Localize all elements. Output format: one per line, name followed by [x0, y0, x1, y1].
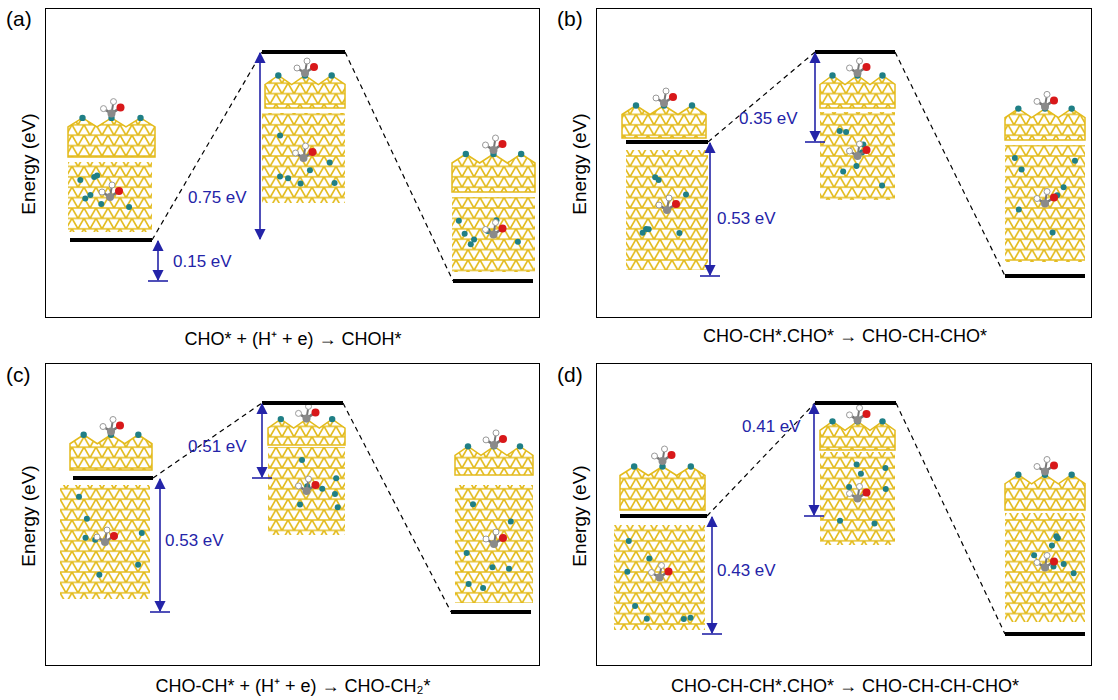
slab-top-view: [820, 452, 895, 545]
energy-arrow: [259, 53, 261, 239]
dashed-path: [153, 403, 262, 478]
axis-title: Energy (eV): [569, 465, 591, 566]
energy-arrow: [813, 404, 815, 515]
tick-mark: [805, 141, 825, 143]
slab-side-view: [820, 58, 895, 108]
axis-title: Energy (eV): [18, 113, 40, 214]
dashed-path: [707, 403, 815, 516]
illustrations: [60, 58, 1085, 630]
reaction-caption: CHO-CH-CH*.CHO* → CHO-CH-CH-CHO*: [671, 676, 1019, 697]
slab-top-view: [614, 525, 705, 630]
dashed-path: [708, 52, 815, 142]
tick-mark: [148, 280, 168, 282]
energy-value: 0.53 eV: [165, 531, 224, 551]
energy-level: [262, 401, 343, 405]
energy-value: 0.53 eV: [717, 209, 776, 229]
tick-mark: [150, 611, 170, 613]
panel-label: (d): [557, 363, 583, 387]
dashed-path: [896, 403, 1005, 634]
energy-panel: (c)Energy (eV)0.51 eV0.53 eVCHO-CH* + (H…: [45, 363, 540, 666]
panel-label: (a): [6, 7, 32, 31]
energy-level: [451, 610, 531, 614]
slab-side-view: [268, 403, 345, 445]
slab-top-view: [452, 197, 535, 272]
slab-top-view: [626, 150, 708, 270]
reaction-caption: CHO-CH*.CHO* → CHO-CH-CHO*: [703, 326, 987, 347]
slab-side-view: [68, 99, 155, 157]
energy-level: [815, 401, 896, 405]
panel-label: (c): [6, 363, 31, 387]
slab-side-view: [1005, 457, 1085, 511]
energy-level: [626, 140, 708, 144]
slab-side-view: [622, 88, 706, 138]
dashed-path: [345, 52, 453, 281]
energy-panel: (b)Energy (eV)0.35 eV0.53 eVCHO-CH*.CHO*…: [596, 8, 1092, 318]
slab-side-view: [452, 135, 535, 192]
slab-side-view: [455, 430, 533, 475]
slab-top-view: [268, 447, 345, 535]
energy-value: 0.75 eV: [188, 188, 247, 208]
dashed-path: [895, 52, 1005, 276]
energy-value: 0.51 eV: [188, 437, 247, 457]
slab-side-view: [820, 405, 895, 450]
energy-value: 0.43 eV: [717, 561, 776, 581]
dashed-path: [152, 52, 262, 240]
slab-side-view: [620, 446, 705, 510]
energy-arrow: [711, 517, 713, 633]
tick-mark: [700, 275, 720, 277]
energy-level: [70, 238, 152, 242]
energy-panel: (d)Energy (eV)0.41 eV0.43 eVCHO-CH-CH*.C…: [596, 363, 1092, 666]
energy-level: [1005, 274, 1085, 278]
energy-value: 0.15 eV: [173, 252, 232, 272]
energy-arrow: [709, 143, 711, 275]
energy-level: [73, 476, 153, 480]
energy-level: [262, 50, 345, 54]
slab-top-view: [820, 112, 895, 200]
energy-arrow: [157, 241, 159, 280]
slab-top-view: [60, 485, 150, 599]
energy-level: [620, 514, 707, 518]
energy-value: 0.41 eV: [742, 417, 801, 437]
tick-mark: [804, 515, 824, 517]
energy-level: [453, 279, 533, 283]
energy-panel: (a)Energy (eV)0.75 eV0.15 eVCHO* + (H⁺ +…: [45, 8, 540, 318]
slab-side-view: [265, 58, 345, 108]
energy-level: [1005, 632, 1085, 636]
slab-side-view: [1005, 91, 1085, 140]
dashed-path: [343, 403, 451, 612]
reaction-caption: CHO-CH* + (H⁺ + e) → CHO-CH₂*: [155, 673, 430, 697]
reaction-caption: CHO* + (H⁺ + e) → CHOH*: [184, 326, 401, 350]
slab-top-view: [455, 485, 533, 603]
energy-arrow: [261, 404, 263, 477]
energy-arrow: [159, 479, 161, 611]
axis-title: Energy (eV): [569, 113, 591, 214]
slab-top-view: [262, 113, 345, 203]
tick-mark: [252, 477, 272, 479]
axis-title: Energy (eV): [18, 465, 40, 566]
slab-top-view: [1005, 145, 1085, 262]
slab-top-view: [1005, 513, 1085, 622]
energy-arrow: [814, 53, 816, 141]
energy-level: [815, 50, 895, 54]
slab-top-view: [68, 162, 152, 232]
panel-label: (b): [557, 7, 583, 31]
tick-mark: [702, 633, 722, 635]
energy-value: 0.35 eV: [739, 109, 798, 129]
slab-side-view: [70, 417, 152, 471]
